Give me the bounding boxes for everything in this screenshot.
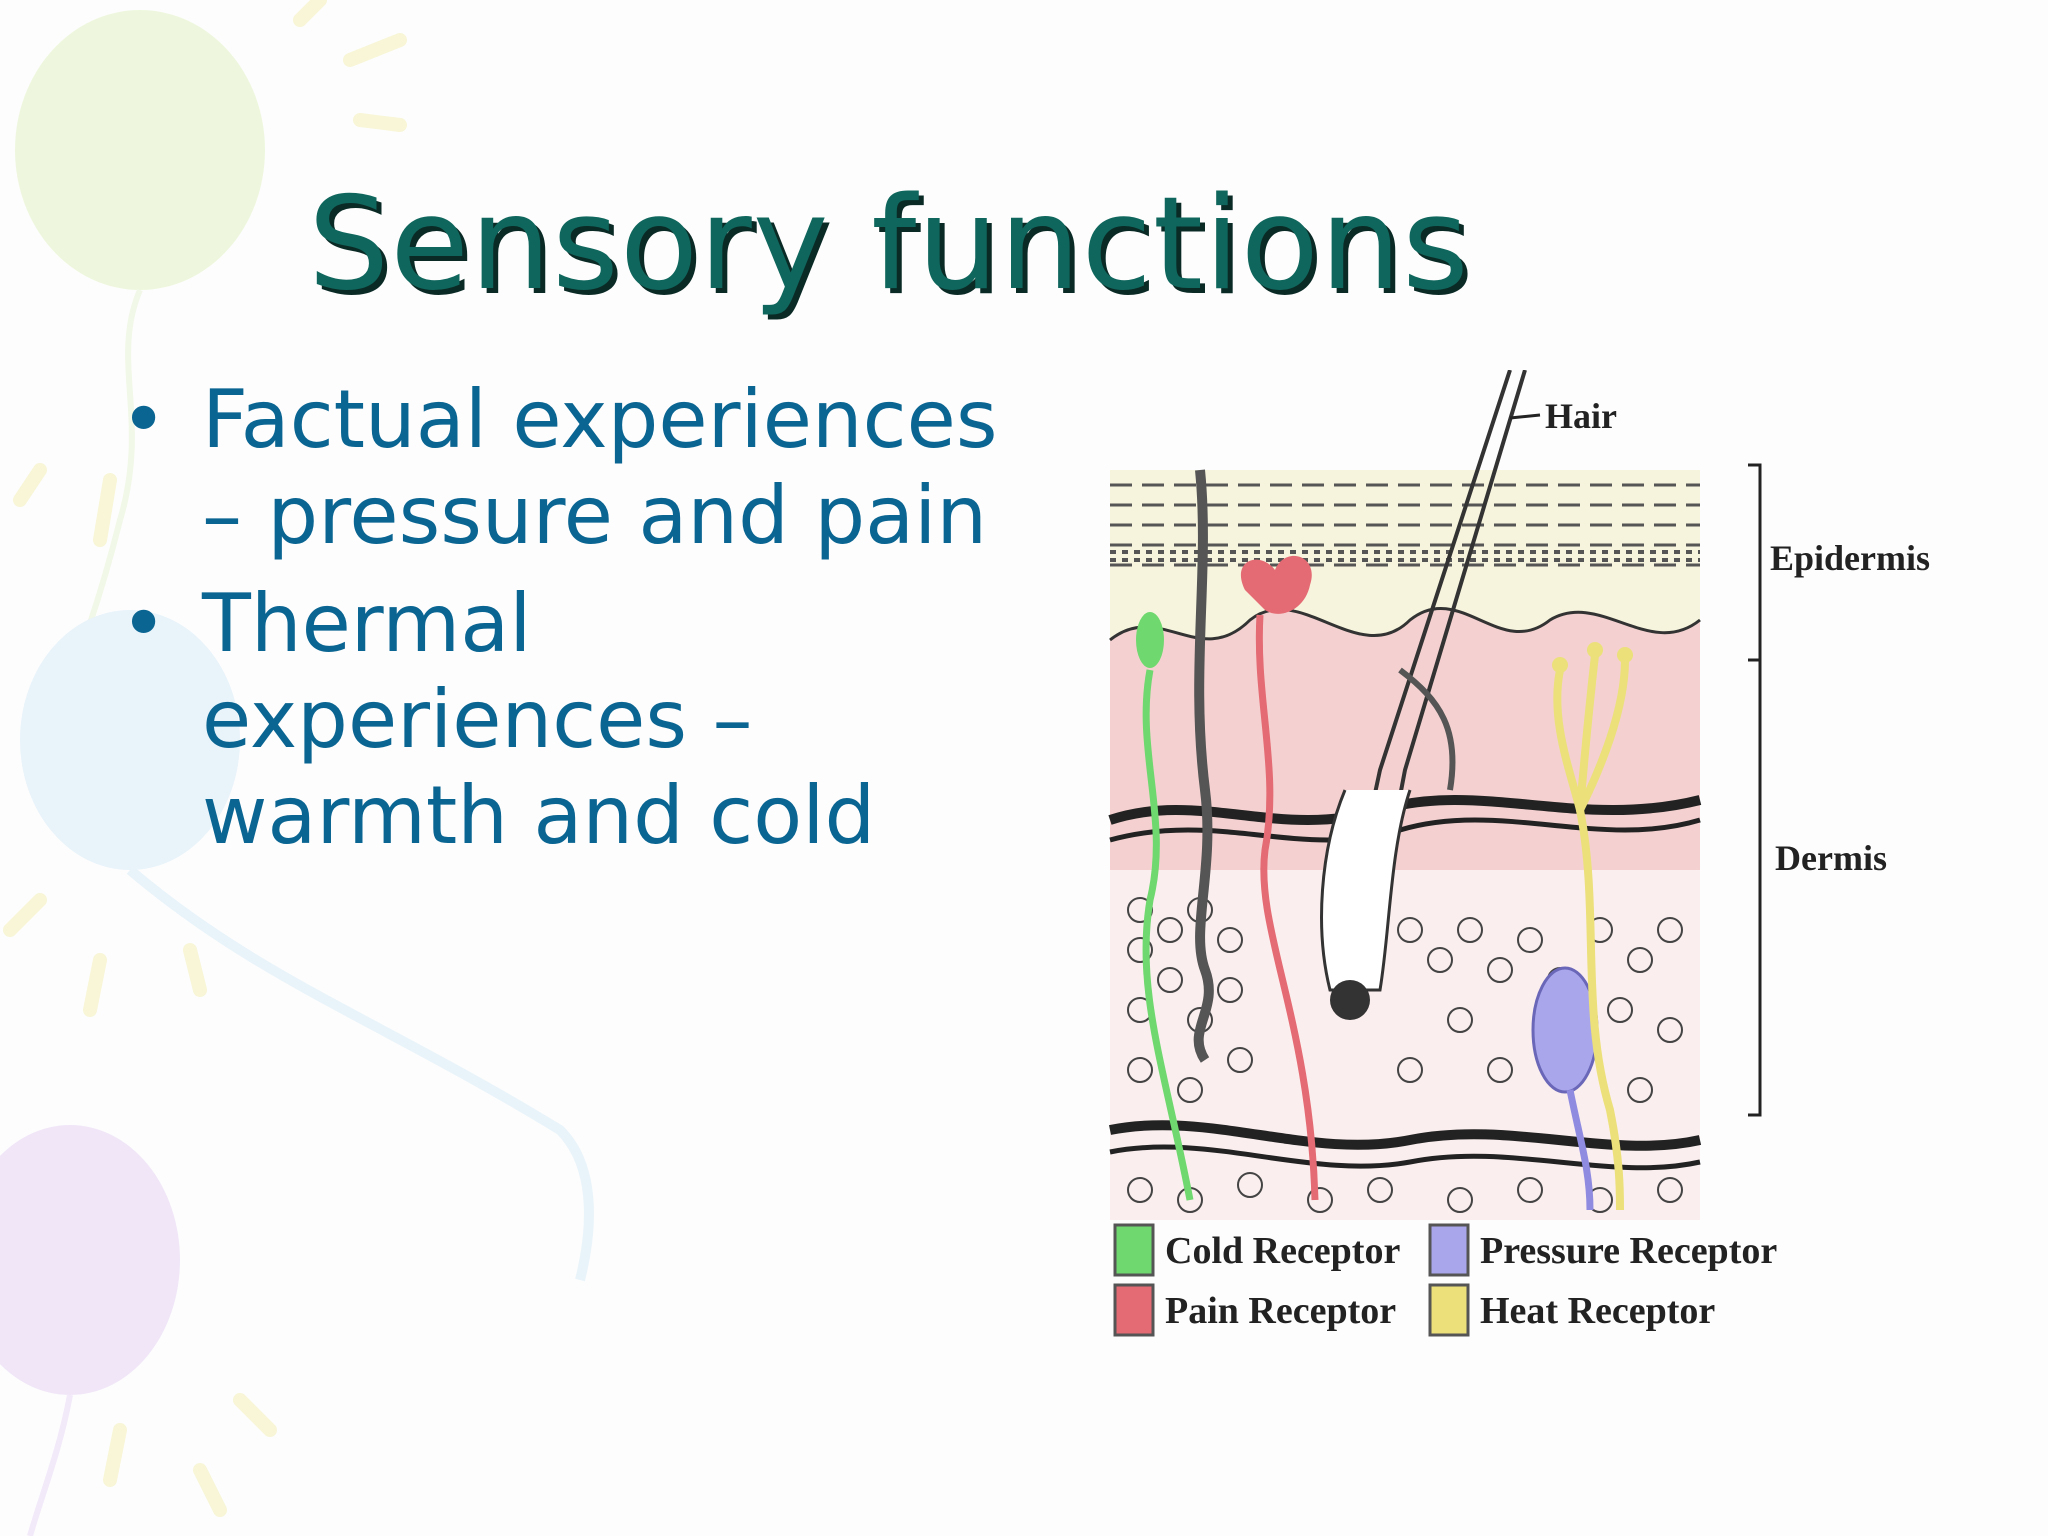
hair-illustration xyxy=(1320,370,1527,1020)
bullet-text: Thermal experiences – warmth and cold xyxy=(202,577,876,862)
bullet-item: • Factual experiences – pressure and pai… xyxy=(120,372,1020,564)
slide-title: Sensory functions xyxy=(308,170,1470,319)
legend-label-pressure: Pressure Receptor xyxy=(1480,1230,1777,1272)
legend: Cold Receptor Pressure Receptor Pain Rec… xyxy=(1113,1223,1777,1337)
pain-receptor-illustration xyxy=(1240,555,1319,1201)
hair-label: Hair xyxy=(1545,396,1617,436)
cold-receptor-illustration xyxy=(1136,612,1194,1201)
legend-label-pain: Pain Receptor xyxy=(1165,1290,1396,1332)
legend-swatch-pain xyxy=(1113,1283,1155,1337)
legend-swatch-heat xyxy=(1428,1283,1470,1337)
bullet-dot-icon: • xyxy=(120,577,168,670)
epidermis-label: Epidermis xyxy=(1770,538,1930,578)
heat-receptor-illustration xyxy=(1552,642,1633,1211)
dermis-label: Dermis xyxy=(1775,838,1887,878)
bullet-list: • Factual experiences – pressure and pai… xyxy=(120,372,1020,876)
bullet-dot-icon: • xyxy=(120,373,168,466)
legend-swatch-cold xyxy=(1113,1223,1155,1277)
skin-receptor-diagram: Hair Epidermis Dermis Cold Receptor Pres… xyxy=(1108,370,1930,1337)
legend-label-cold: Cold Receptor xyxy=(1165,1230,1400,1272)
legend-label-heat: Heat Receptor xyxy=(1480,1290,1715,1332)
bullet-item: • Thermal experiences – warmth and cold xyxy=(120,576,1020,864)
legend-swatch-pressure xyxy=(1428,1223,1470,1277)
bullet-text: Factual experiences – pressure and pain xyxy=(202,373,998,562)
